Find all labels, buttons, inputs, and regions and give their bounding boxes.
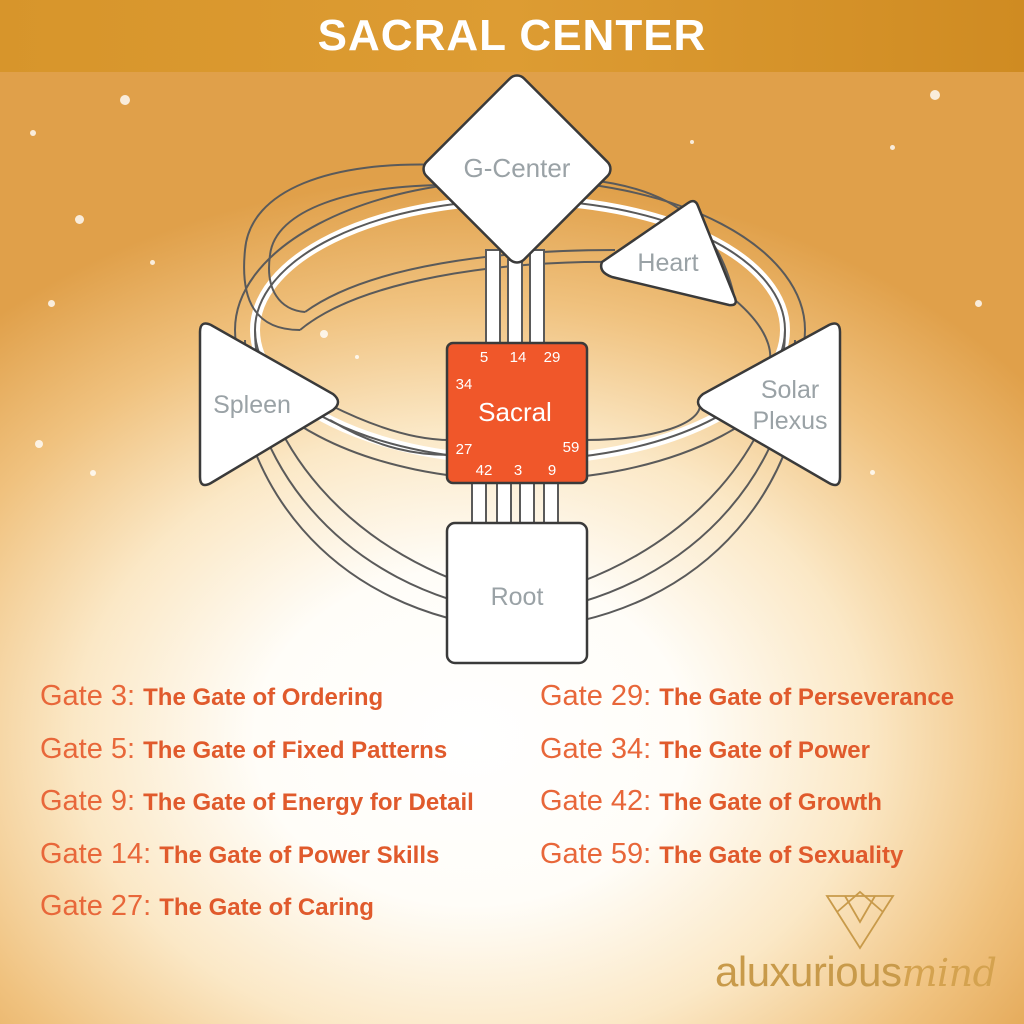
gate-prefix: Gate 3: (40, 680, 136, 712)
gate-item: Gate 27: The Gate of Caring (40, 890, 474, 943)
gate-name: The Gate of Fixed Patterns (143, 736, 448, 764)
gate-item: Gate 59: The Gate of Sexuality (540, 838, 954, 891)
gate-59-number: 59 (563, 439, 580, 456)
root-node: Root (445, 521, 589, 665)
brand-wordmark: aluxuriousmind (715, 948, 997, 996)
gate-list-right: Gate 29: The Gate of Perseverance Gate 3… (540, 680, 954, 890)
gate-prefix: Gate 42: (540, 785, 652, 817)
gate-5-number: 5 (480, 349, 488, 366)
gate-name: The Gate of Energy for Detail (143, 789, 474, 816)
gate-item: Gate 14: The Gate of Power Skills (40, 838, 474, 891)
gate-item: Gate 42: The Gate of Growth (540, 785, 954, 838)
gate-27-number: 27 (456, 441, 473, 458)
solar-plexus-label-line2: Plexus (752, 407, 827, 435)
gate-name: The Gate of Caring (159, 894, 374, 921)
gate-prefix: Gate 5: (40, 732, 136, 765)
gate-item: Gate 34: The Gate of Power (540, 733, 954, 786)
solar-plexus-node: Solar Plexus (696, 322, 842, 487)
gate-prefix: Gate 9: (40, 785, 136, 817)
gate-42-number: 42 (476, 462, 493, 479)
heart-node: Heart (599, 199, 737, 307)
gate-name: The Gate of Power Skills (159, 841, 440, 869)
bodygraph-diagram: G-Center Heart Spleen Solar Plexus Sacra… (198, 74, 842, 665)
gate-name: The Gate of Sexuality (659, 841, 904, 869)
gate-item: Gate 3: The Gate of Ordering (40, 680, 474, 733)
solar-plexus-label-line1: Solar (761, 376, 819, 404)
gate-14-number: 14 (510, 349, 527, 366)
gate-name: The Gate of Power (659, 736, 870, 764)
sacral-label: Sacral (478, 397, 552, 427)
vertical-channels (471, 249, 559, 526)
gate-prefix: Gate 59: (540, 837, 652, 870)
brand-word-1: aluxurious (715, 948, 902, 995)
gate-name: The Gate of Perseverance (659, 684, 955, 711)
gate-name: The Gate of Ordering (143, 684, 384, 711)
gate-prefix: Gate 14: (40, 837, 152, 870)
gate-list-left: Gate 3: The Gate of Ordering Gate 5: The… (40, 680, 474, 943)
gate-prefix: Gate 27: (40, 890, 152, 922)
brand-logo: aluxuriousmind (715, 890, 1015, 1010)
brand-word-2: mind (901, 951, 997, 995)
gate-prefix: Gate 29: (540, 680, 652, 712)
gate-item: Gate 29: The Gate of Perseverance (540, 680, 954, 733)
root-label: Root (491, 583, 544, 611)
gate-name: The Gate of Growth (659, 789, 882, 816)
gate-9-number: 9 (548, 462, 556, 479)
gate-3-number: 3 (514, 462, 522, 479)
sacral-node: Sacral 5 14 29 34 27 59 42 3 9 (445, 341, 589, 485)
spleen-node: Spleen (198, 322, 340, 487)
gate-34-number: 34 (456, 376, 473, 393)
g-center-node: G-Center (422, 74, 612, 264)
gate-item: Gate 5: The Gate of Fixed Patterns (40, 733, 474, 786)
g-center-label: G-Center (464, 153, 571, 183)
heart-label: Heart (637, 249, 698, 277)
page-title: SACRAL CENTER (317, 11, 707, 60)
gate-prefix: Gate 34: (540, 732, 652, 765)
triangle-logo-icon (825, 890, 895, 950)
spleen-label: Spleen (213, 391, 291, 419)
title-banner: SACRAL CENTER (0, 0, 1024, 72)
gate-item: Gate 9: The Gate of Energy for Detail (40, 785, 474, 838)
gate-29-number: 29 (544, 349, 561, 366)
